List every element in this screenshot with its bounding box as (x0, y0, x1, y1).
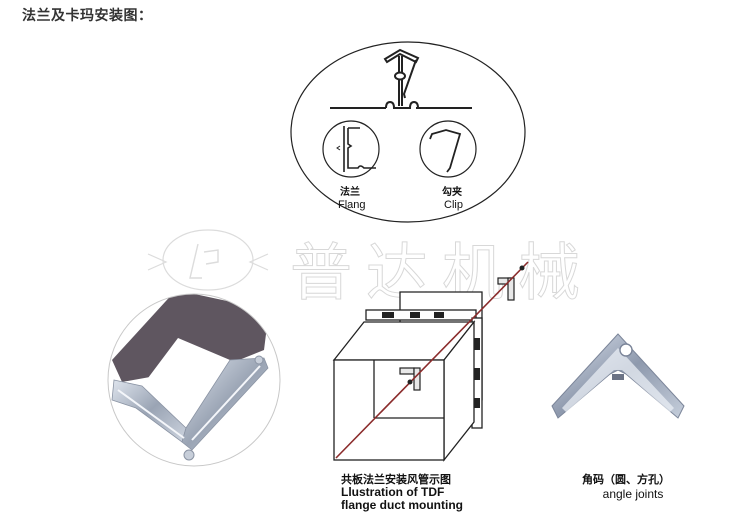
flange-label-en: Flang (338, 199, 366, 211)
tdf-caption-cn: 共板法兰安装风管示图 (341, 473, 451, 486)
tdf-duct-diagram (332, 261, 529, 462)
angle-joint-caption-cn: 角码（圆、方孔） (582, 473, 670, 486)
clip-profile-icon (429, 129, 462, 173)
clip-label-cn: 勾夹 (442, 185, 462, 198)
clip-detail-circle (419, 120, 477, 178)
angle-joint-photo (551, 333, 685, 419)
tdf-caption-en-line1: Llustration of TDF (341, 485, 445, 499)
flange-profile-icon (336, 126, 376, 172)
angle-joint-caption-en: angle joints (602, 487, 664, 501)
clip-assembly-icon (330, 48, 472, 109)
flange-frame-photo (107, 293, 281, 467)
tdf-caption: 共板法兰安装风管示图 Llustration of TDF flange duc… (341, 473, 463, 512)
flange-detail-circle (322, 120, 380, 178)
clip-label-en: Clip (444, 199, 463, 211)
diagram-oval (290, 41, 526, 223)
flange-clip-diagram: 法兰 Flang 勾夹 Clip (290, 41, 526, 223)
flange-label-cn: 法兰 (340, 185, 360, 198)
pd-logo-icon (147, 229, 269, 291)
angle-joint-caption: 角码（圆、方孔） angle joints (582, 473, 670, 501)
page-heading: 法兰及卡玛安装图： (22, 8, 153, 24)
tdf-caption-en-line2: flange duct mounting (341, 498, 463, 512)
rod-line (335, 261, 529, 459)
